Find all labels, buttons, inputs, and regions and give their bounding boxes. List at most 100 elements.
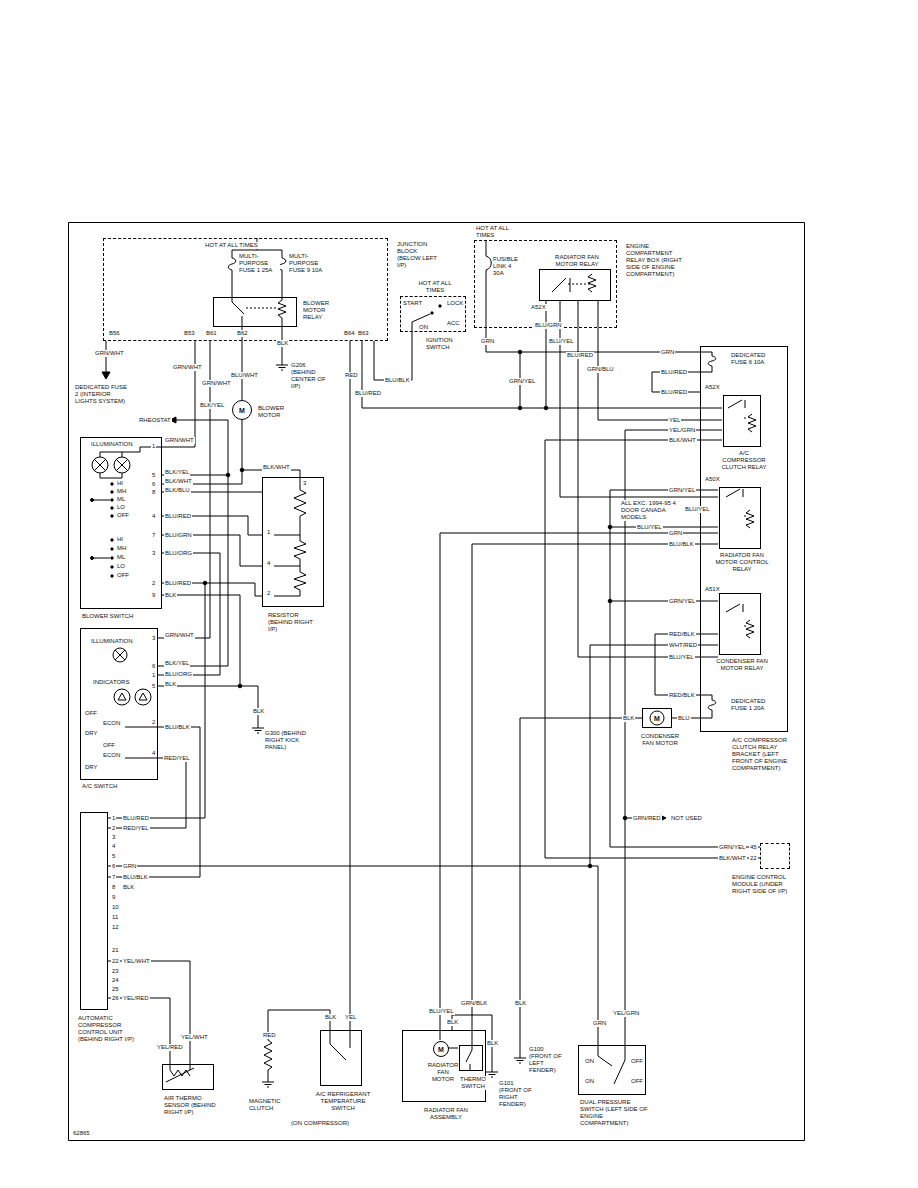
- wire-label: 3: [151, 550, 156, 557]
- wire-label: YEL/RED: [156, 1044, 184, 1051]
- component-box: RADIATOR FAN ASSEMBLYMRADIATOR FAN MOTOR…: [402, 1030, 486, 1102]
- wire-label: BLU/WHT: [230, 372, 259, 379]
- wire-label: B53: [183, 330, 196, 337]
- wire-label: BLU/BLK: [668, 541, 695, 548]
- wire-label: 5: [111, 853, 116, 860]
- wire-label: YEL: [344, 1014, 357, 1021]
- wire-label: BLK: [252, 708, 265, 715]
- switch-symbol: [466, 1044, 472, 1070]
- relay-symbol: [726, 604, 754, 638]
- wire-label: ACC: [446, 320, 461, 327]
- lamp-symbol: [94, 459, 127, 470]
- component-label: M: [437, 1046, 445, 1053]
- wire-label: LO: [116, 563, 126, 570]
- lamp-symbol: [650, 711, 664, 725]
- wire-connector: [242, 327, 243, 400]
- wire-label: 4: [111, 843, 116, 850]
- lamp-symbol: [135, 689, 151, 705]
- wire-connector: [108, 727, 200, 877]
- wire-label: BLU/RED: [660, 389, 688, 396]
- switch-contact: [111, 539, 113, 541]
- wire-label: BLK: [486, 1040, 499, 1047]
- switch-contact: [439, 305, 441, 307]
- wire-label: BLU/RED: [164, 580, 192, 587]
- wire-label: RED/YEL: [122, 825, 150, 832]
- wire-label: GRN: [122, 863, 137, 870]
- wire-label: OFF: [102, 742, 116, 749]
- component-box: A/C REFRIGERANT TEMPERATURE SWITCH: [320, 1030, 362, 1086]
- wire-label: 2: [266, 590, 271, 597]
- wire-label: ECON: [102, 720, 121, 727]
- component-label: AUTOMATIC COMPRESSOR CONTROL UNIT (BEHIN…: [77, 1015, 149, 1043]
- switch-contact: [111, 566, 113, 568]
- junction-dot: [203, 581, 207, 585]
- wire-label: 7: [111, 874, 116, 881]
- switch-contact: [91, 557, 94, 560]
- component-label: M: [653, 715, 661, 722]
- relay-link: [246, 284, 748, 626]
- arrow-head: [102, 372, 110, 379]
- wire-label: OFF: [116, 572, 130, 579]
- wire-label: G300 (BEHIND RIGHT KICK PANEL): [264, 730, 308, 751]
- junction-dot: [240, 468, 244, 472]
- wire-label: 8: [111, 884, 116, 891]
- wire: [162, 420, 300, 492]
- wire-label: BLK: [122, 884, 135, 891]
- wire-label: RED: [262, 1032, 277, 1039]
- relay-symbol: [552, 274, 596, 292]
- motor-circle: MRADIATOR FAN MOTOR: [433, 1041, 449, 1057]
- wire-label: LO: [116, 504, 126, 511]
- wire: [100, 238, 760, 1082]
- wire-connector: [162, 535, 262, 566]
- wire-label: BLU/BLK: [122, 874, 149, 881]
- wire-label: MH: [116, 545, 127, 552]
- wire-label: (ON COMPRESSOR): [290, 1120, 350, 1127]
- wire-label: GRN/YEL: [718, 844, 746, 851]
- switch-contact: [91, 499, 94, 502]
- ground-symbol: [262, 1082, 274, 1087]
- component-box: MCONDENSER FAN MOTOR: [642, 708, 672, 728]
- wire-label: MH: [116, 488, 127, 495]
- wire-label: GRN/WHT: [172, 364, 203, 371]
- wire-label: BLU/YEL: [636, 524, 663, 531]
- wire-label: BLU/YEL: [548, 338, 575, 345]
- wire-label: GRN: [592, 1020, 607, 1027]
- wire-label: WHT/RED: [668, 642, 698, 649]
- wire-label: YEL/RED: [122, 995, 150, 1002]
- wire: [274, 535, 300, 596]
- component-label: ENGINE CONTROL MODULE (UNDER RIGHT SIDE …: [731, 874, 803, 895]
- relay-symbol: [728, 400, 756, 432]
- wire-label: ILLUMINATION: [90, 638, 134, 645]
- switch-symbol: [92, 500, 625, 1084]
- switch-contact: [431, 312, 433, 314]
- wire-label: RED/BLK: [668, 692, 696, 699]
- motor-circle: MBLOWER MOTOR: [232, 400, 252, 420]
- wire-label: RED/BLK: [668, 631, 696, 638]
- wire-label: MULTI-PURPOSE FUSE 9 10A: [288, 253, 328, 274]
- wire-label: 6: [151, 481, 156, 488]
- component-label: CONDENSER FAN MOTOR: [637, 733, 683, 747]
- wire-label: BLK/YEL: [164, 660, 190, 667]
- wire-label: INDICATORS: [92, 679, 130, 686]
- wire-label: 4: [151, 750, 156, 757]
- wire-label: 6: [151, 663, 156, 670]
- resistor-symbol: [264, 1040, 272, 1072]
- component-label: RESISTOR (BEHIND RIGHT I/P): [267, 612, 323, 633]
- component-label: BLOWER MOTOR RELAY: [302, 300, 340, 321]
- ground-symbol: [514, 1058, 526, 1063]
- wire-label: BLK: [514, 1000, 527, 1007]
- wire-label: ML: [116, 496, 126, 503]
- wire: [700, 490, 718, 544]
- wire-label: BLU/BLK: [384, 377, 411, 384]
- wire-label: B63: [357, 330, 370, 337]
- wire-label: 1: [151, 443, 156, 450]
- switch-contact: [111, 507, 113, 509]
- junction-dot: [544, 406, 548, 410]
- junction-dot: [518, 350, 522, 354]
- wire-label: BLU/GRN: [534, 322, 563, 329]
- wire-label: 8: [151, 489, 156, 496]
- wire-label: A51X: [704, 586, 721, 593]
- switch-contact: [111, 548, 113, 550]
- wire: [374, 314, 430, 380]
